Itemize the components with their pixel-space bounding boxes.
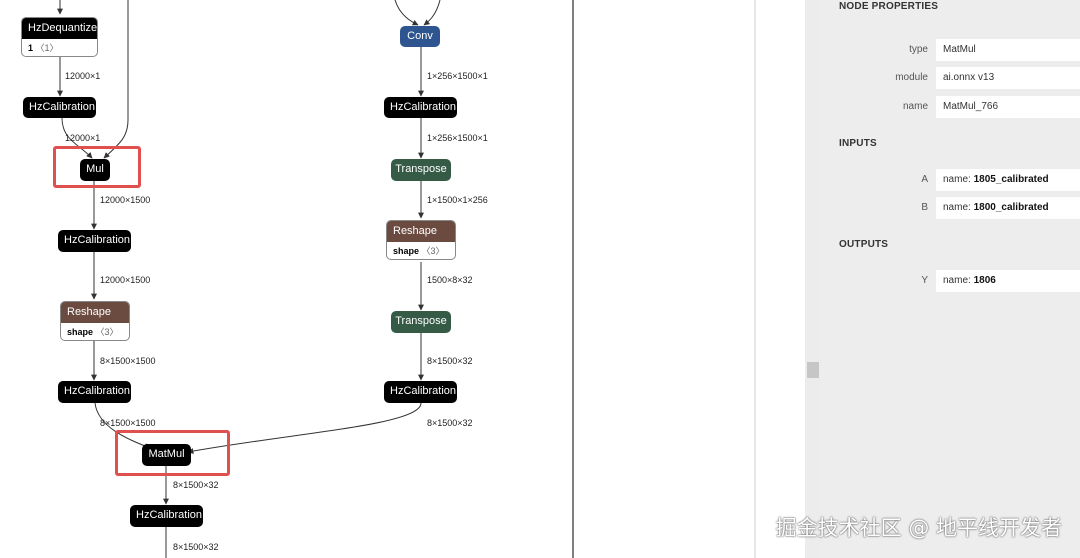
input-a-value[interactable]: name: 1805_calibrated bbox=[936, 169, 1080, 191]
properties-panel: NODE PROPERTIES type MatMul module ai.on… bbox=[821, 0, 1080, 558]
node-title: Transpose bbox=[395, 163, 447, 175]
node-hzdequantize[interactable]: HzDequantize 1 〈1〉 bbox=[21, 17, 98, 57]
node-attribute: 1 〈1〉 bbox=[28, 43, 59, 53]
edge-label: 12000×1500 bbox=[100, 275, 151, 285]
inputs-header: INPUTS bbox=[839, 138, 877, 149]
node-hzcalibration[interactable]: HzCalibration bbox=[384, 97, 457, 118]
edge bbox=[103, 0, 129, 159]
edge-label: 8×1500×32 bbox=[173, 542, 219, 552]
node-hzcalibration[interactable]: HzCalibration bbox=[384, 381, 457, 403]
name-value[interactable]: MatMul_766 bbox=[936, 96, 1080, 118]
outputs-header: OUTPUTS bbox=[839, 239, 889, 250]
node-hzcalibration[interactable]: HzCalibration bbox=[58, 381, 131, 403]
node-title: HzCalibration bbox=[29, 101, 96, 113]
node-title: Transpose bbox=[395, 315, 447, 327]
edge bbox=[423, 0, 441, 26]
edge-label: 12000×1500 bbox=[100, 195, 151, 205]
splitter-handle[interactable] bbox=[807, 362, 819, 378]
node-title: Reshape bbox=[61, 302, 129, 323]
module-label: module bbox=[895, 72, 928, 83]
edge-label: 12000×1 bbox=[65, 71, 101, 81]
node-title: HzCalibration bbox=[136, 509, 203, 521]
node-reshape[interactable]: Reshape shape 〈3〉 bbox=[386, 220, 456, 260]
edge-label: 8×1500×32 bbox=[173, 480, 219, 490]
edge-label: 8×1500×1500 bbox=[100, 418, 156, 428]
node-conv[interactable]: Conv bbox=[400, 26, 440, 47]
name-label: name bbox=[902, 101, 928, 112]
edge-label: 8×1500×32 bbox=[427, 356, 473, 366]
output-y-value[interactable]: name: 1806 bbox=[936, 270, 1080, 292]
node-reshape[interactable]: Reshape shape 〈3〉 bbox=[60, 301, 130, 341]
input-b-label: B bbox=[921, 202, 928, 213]
edge-label: 1×256×1500×1 bbox=[427, 133, 488, 143]
watermark: 掘金技术社区 @ 地平线开发者 bbox=[775, 516, 1062, 540]
edge-label: 1500×8×32 bbox=[427, 275, 473, 285]
edge-label: 8×1500×32 bbox=[427, 418, 473, 428]
node-matmul[interactable]: MatMul bbox=[142, 444, 191, 466]
node-title: Mul bbox=[86, 163, 104, 175]
node-hzcalibration[interactable]: HzCalibration bbox=[23, 97, 96, 118]
highlight-box bbox=[53, 146, 141, 188]
node-transpose[interactable]: Transpose bbox=[391, 311, 451, 333]
input-a-label: A bbox=[921, 174, 928, 185]
edge-label: 8×1500×1500 bbox=[100, 356, 156, 366]
node-transpose[interactable]: Transpose bbox=[391, 159, 451, 181]
graph-canvas[interactable]: HzDequantize 1 〈1〉 HzCalibration Mul HzC… bbox=[0, 0, 805, 558]
edge-label: 1×1500×1×256 bbox=[427, 195, 488, 205]
edge bbox=[394, 0, 419, 26]
edges-layer bbox=[57, 0, 756, 558]
node-attribute: shape 〈3〉 bbox=[67, 327, 119, 337]
output-y-label: Y bbox=[921, 275, 928, 286]
node-mul[interactable]: Mul bbox=[80, 159, 110, 181]
edge bbox=[61, 117, 93, 159]
node-properties-header: NODE PROPERTIES bbox=[839, 1, 939, 12]
node-title: Conv bbox=[407, 30, 433, 42]
node-title: HzCalibration bbox=[64, 385, 131, 397]
edge-label: 12000×1 bbox=[65, 133, 101, 143]
node-title: HzCalibration bbox=[390, 385, 457, 397]
panel-splitter[interactable] bbox=[805, 0, 821, 558]
module-value[interactable]: ai.onnx v13 bbox=[936, 67, 1080, 89]
node-hzcalibration[interactable]: HzCalibration bbox=[58, 230, 131, 252]
node-title: MatMul bbox=[148, 448, 185, 460]
input-b-value[interactable]: name: 1800_calibrated bbox=[936, 197, 1080, 219]
node-title: HzCalibration bbox=[64, 234, 131, 246]
node-attribute: shape 〈3〉 bbox=[393, 246, 445, 256]
node-title: HzCalibration bbox=[390, 101, 457, 113]
node-title: HzDequantize bbox=[22, 18, 97, 39]
type-value[interactable]: MatMul bbox=[936, 39, 1080, 61]
node-hzcalibration[interactable]: HzCalibration bbox=[130, 505, 203, 527]
type-label: type bbox=[909, 44, 928, 55]
edge-label: 1×256×1500×1 bbox=[427, 71, 488, 81]
node-title: Reshape bbox=[387, 221, 455, 242]
highlight-box bbox=[115, 430, 230, 476]
edge bbox=[187, 402, 422, 455]
